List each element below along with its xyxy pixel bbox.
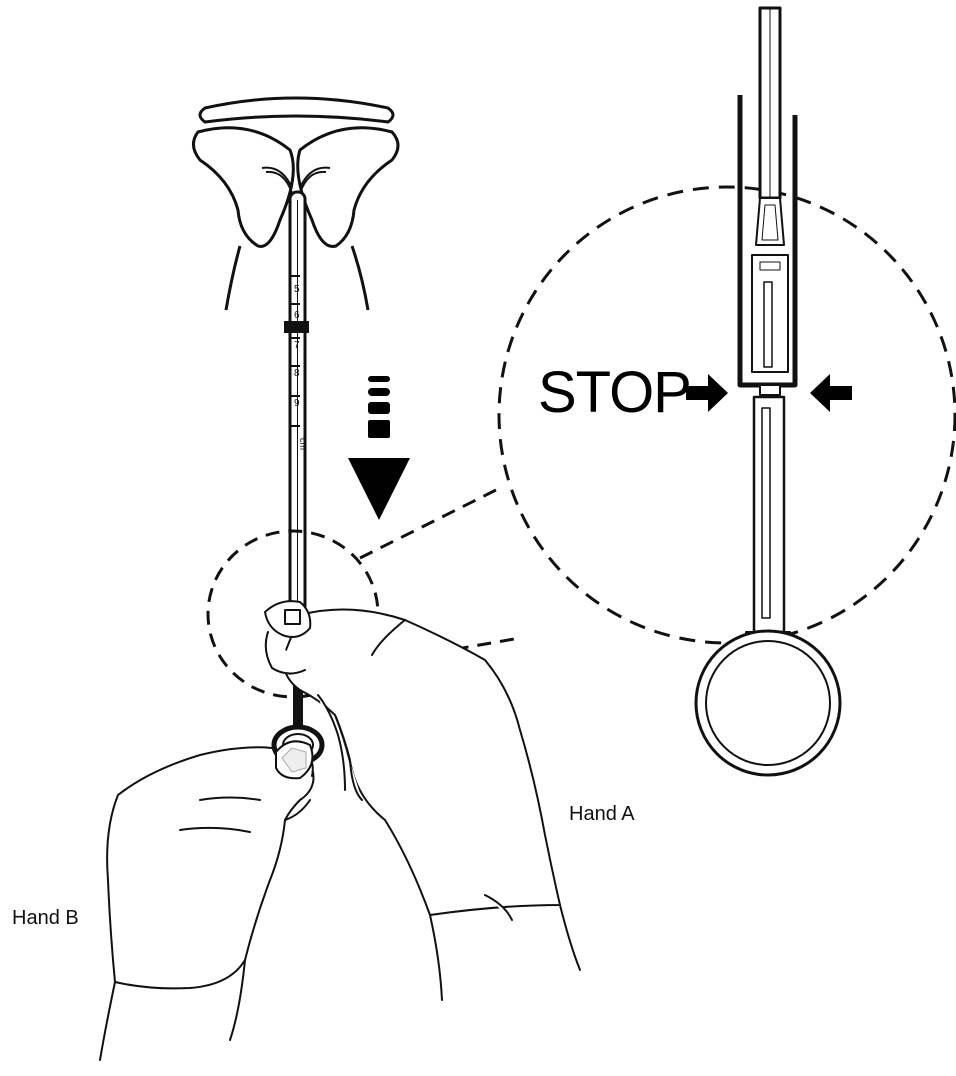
- hand-a-label: Hand A: [569, 803, 635, 825]
- scale-mark-cm: cm: [298, 438, 308, 450]
- scale-mark-9: 9: [294, 398, 300, 409]
- stop-label: STOP: [538, 360, 691, 425]
- hand-b-illustration: [100, 743, 314, 1060]
- scale-mark-6: 6: [294, 310, 300, 321]
- hand-b-label: Hand B: [12, 907, 79, 929]
- arrow-left-icon: [810, 374, 852, 412]
- scale-mark-7: 7: [294, 340, 300, 351]
- scale-mark-5: 5: [294, 284, 300, 295]
- hand-a-illustration: [265, 601, 580, 1000]
- dashed-down-arrow-icon: [348, 376, 410, 520]
- scale-mark-8: 8: [294, 368, 300, 379]
- tube-flange: [284, 321, 309, 333]
- arrow-right-icon: [686, 374, 728, 412]
